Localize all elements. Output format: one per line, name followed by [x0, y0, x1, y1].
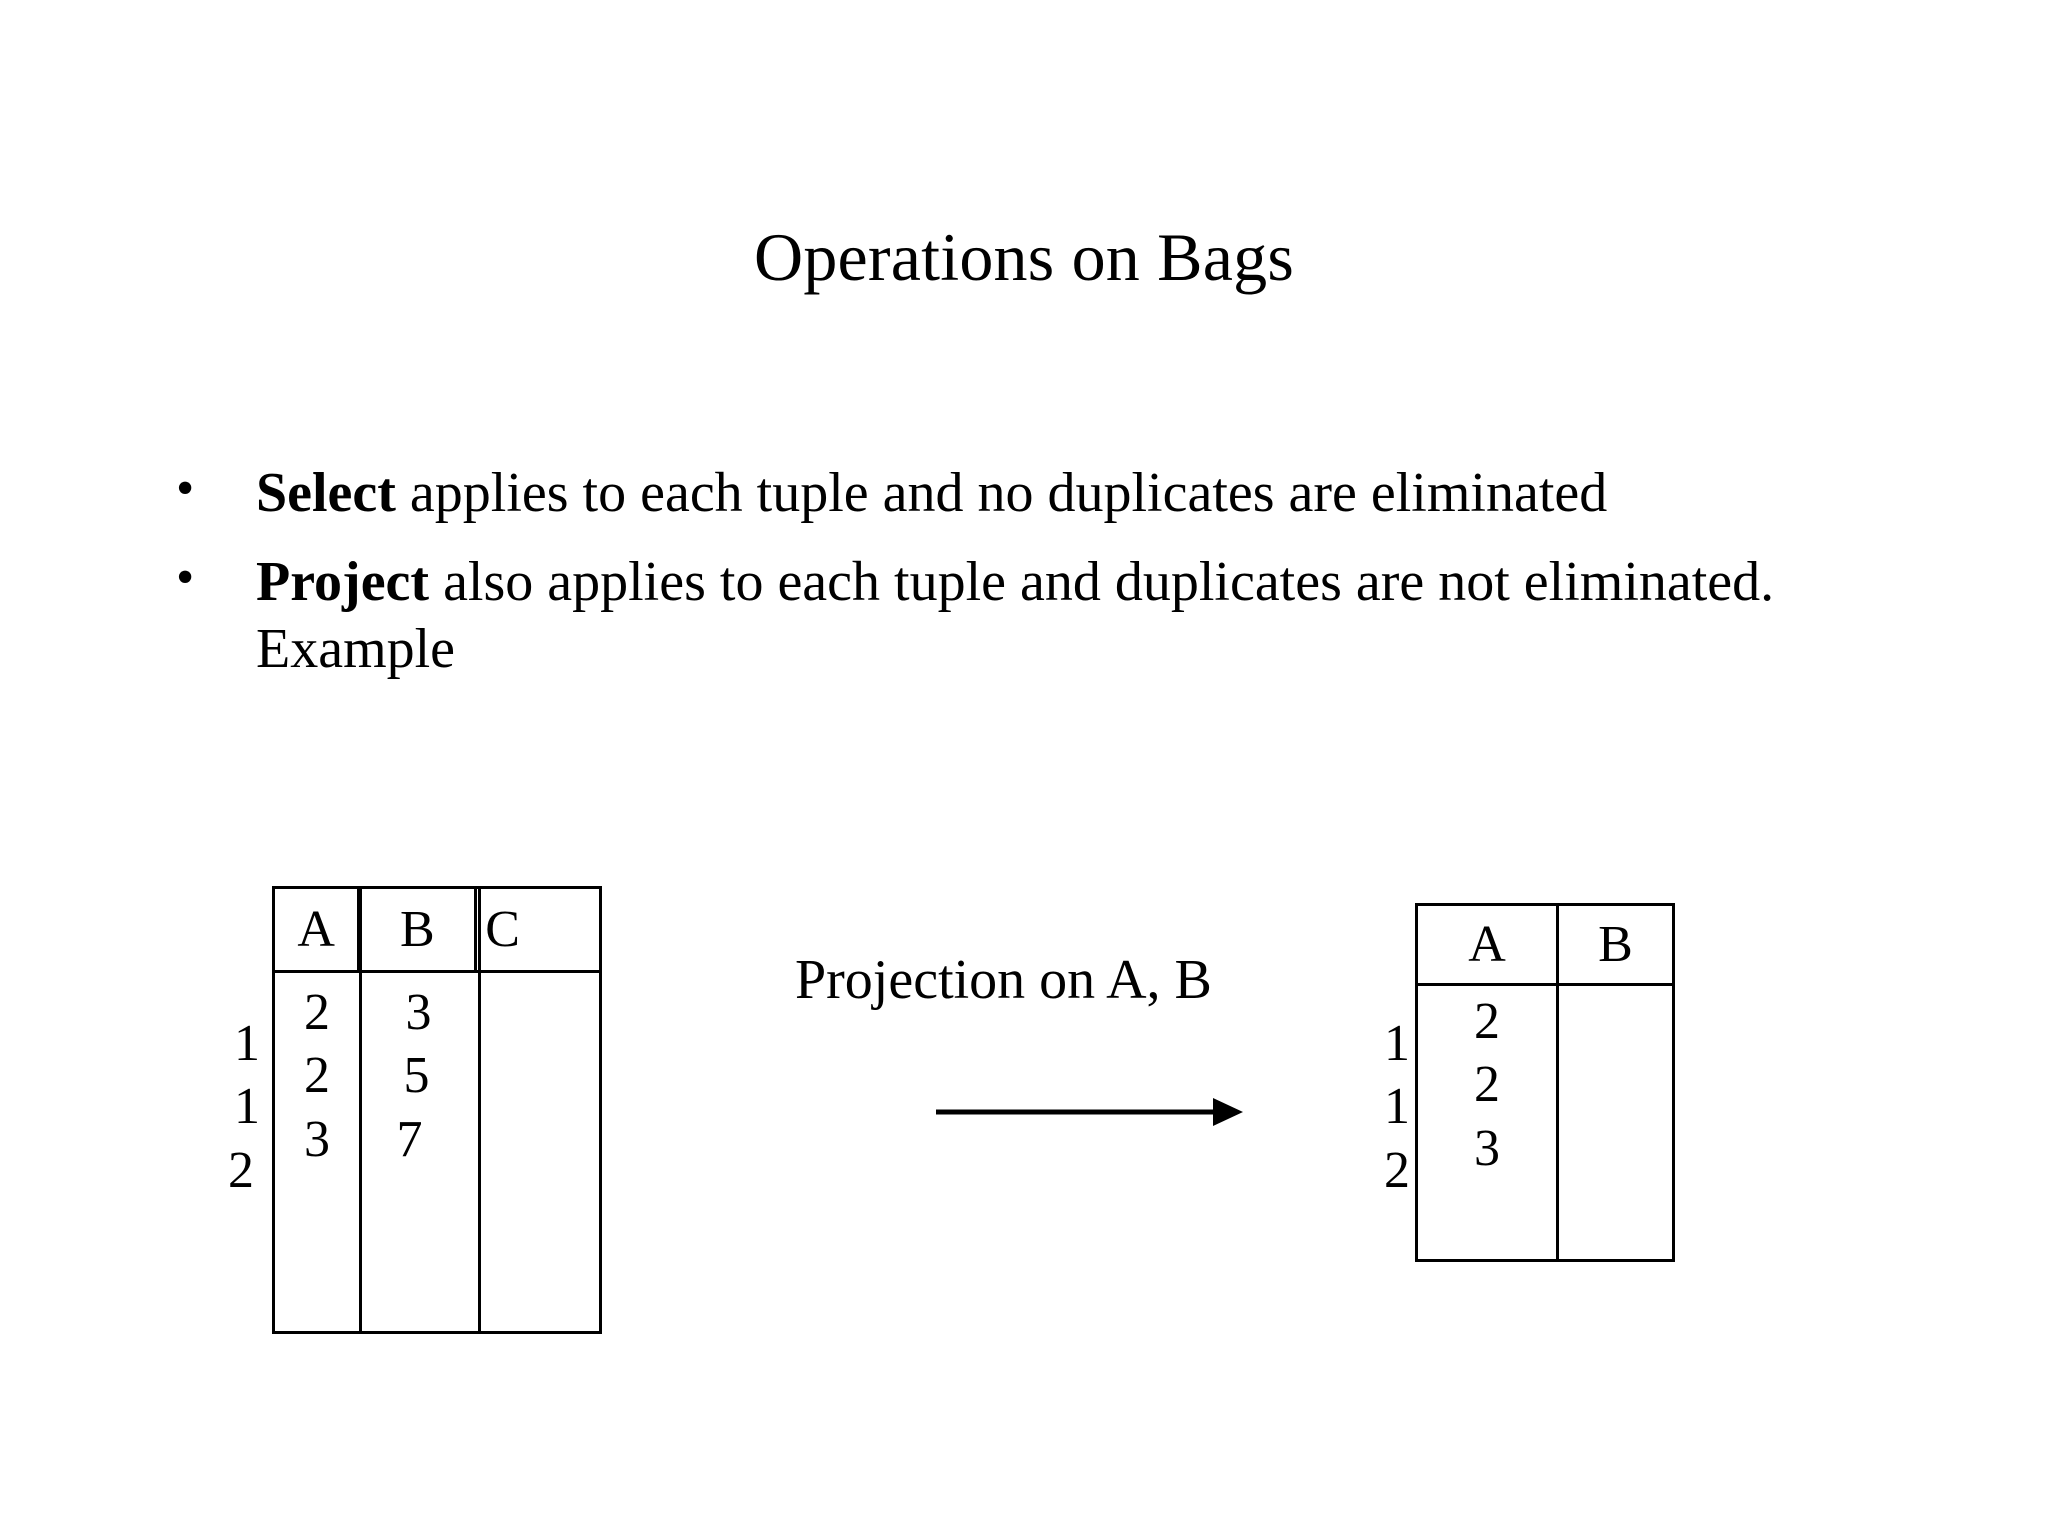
page-title: Operations on Bags — [754, 219, 1294, 295]
source-row-label-0: 1 — [234, 1015, 260, 1072]
table-cell: 2 — [1474, 1056, 1500, 1114]
source-table-vrule-2 — [478, 889, 481, 1331]
bullet-item-select: • Select applies to each tuple and no du… — [160, 460, 1920, 527]
projection-caption: Projection on A, B — [795, 949, 1212, 1011]
bullet-text-select: Select applies to each tuple and no dupl… — [256, 460, 1920, 527]
source-relation-table: A B C 2 2 3 3 5 7 — [272, 886, 602, 1334]
bullet-dot-icon: • — [176, 549, 195, 607]
bullet-body-select: applies to each tuple and no duplicates … — [395, 462, 1608, 524]
result-row-label-0: 1 — [1384, 1015, 1410, 1072]
source-column-header-b: B — [357, 889, 474, 970]
table-cell: 3 — [1474, 1119, 1500, 1177]
right-arrow-icon — [936, 1098, 1243, 1126]
source-table-column-b-values: 3 5 7 — [359, 981, 478, 1171]
table-cell: 2 — [304, 1047, 330, 1105]
table-cell — [478, 1044, 605, 1107]
source-table-vrule-1 — [359, 889, 362, 1331]
bullet-keyword-project: Project — [256, 551, 430, 614]
result-row-label-2: 2 — [1384, 1141, 1410, 1199]
source-row-label-1: 1 — [234, 1078, 260, 1136]
table-cell: 3 — [304, 1110, 330, 1168]
result-table-row-labels: 1 1 2 — [1300, 1012, 1410, 1202]
table-cell — [1556, 990, 1672, 1053]
bullet-keyword-select: Select — [256, 462, 396, 524]
result-table-column-b-values — [1556, 990, 1672, 1180]
source-table-header-row: A B C — [275, 889, 599, 973]
result-column-header-a: A — [1468, 915, 1506, 973]
result-table-header-row: A B — [1418, 906, 1672, 986]
source-table-column-c-values — [478, 981, 605, 1171]
table-cell: 2 — [304, 984, 330, 1041]
source-column-header-a: A — [297, 900, 335, 958]
bullet-dot-icon: • — [176, 460, 195, 517]
bullet-list: • Select applies to each tuple and no du… — [160, 460, 1920, 706]
result-relation-table: A B 2 2 3 — [1415, 903, 1675, 1262]
source-table-row-labels: 1 1 2 — [150, 1012, 260, 1202]
source-table-column-a-values: 2 2 3 — [275, 981, 359, 1171]
table-cell — [478, 1108, 605, 1171]
bullet-body-project: also applies to each tuple and duplicate… — [256, 551, 1775, 681]
result-table-column-a-values: 2 2 3 — [1418, 990, 1556, 1180]
table-cell — [1556, 1053, 1672, 1116]
result-column-header-b: B — [1556, 906, 1672, 983]
table-cell: 3 — [405, 984, 432, 1041]
table-cell: 5 — [403, 1047, 430, 1105]
source-row-label-2: 2 — [228, 1141, 254, 1199]
table-cell: 2 — [1474, 993, 1500, 1050]
result-table-vrule-1 — [1556, 906, 1559, 1259]
bullet-text-project: Project also applies to each tuple and d… — [256, 549, 1920, 683]
bullet-item-project: • Project also applies to each tuple and… — [160, 549, 1920, 683]
source-column-header-c: C — [474, 889, 599, 970]
table-cell: 7 — [396, 1110, 423, 1168]
table-cell — [1556, 1117, 1672, 1180]
table-cell — [478, 981, 605, 1044]
result-row-label-1: 1 — [1384, 1078, 1410, 1136]
